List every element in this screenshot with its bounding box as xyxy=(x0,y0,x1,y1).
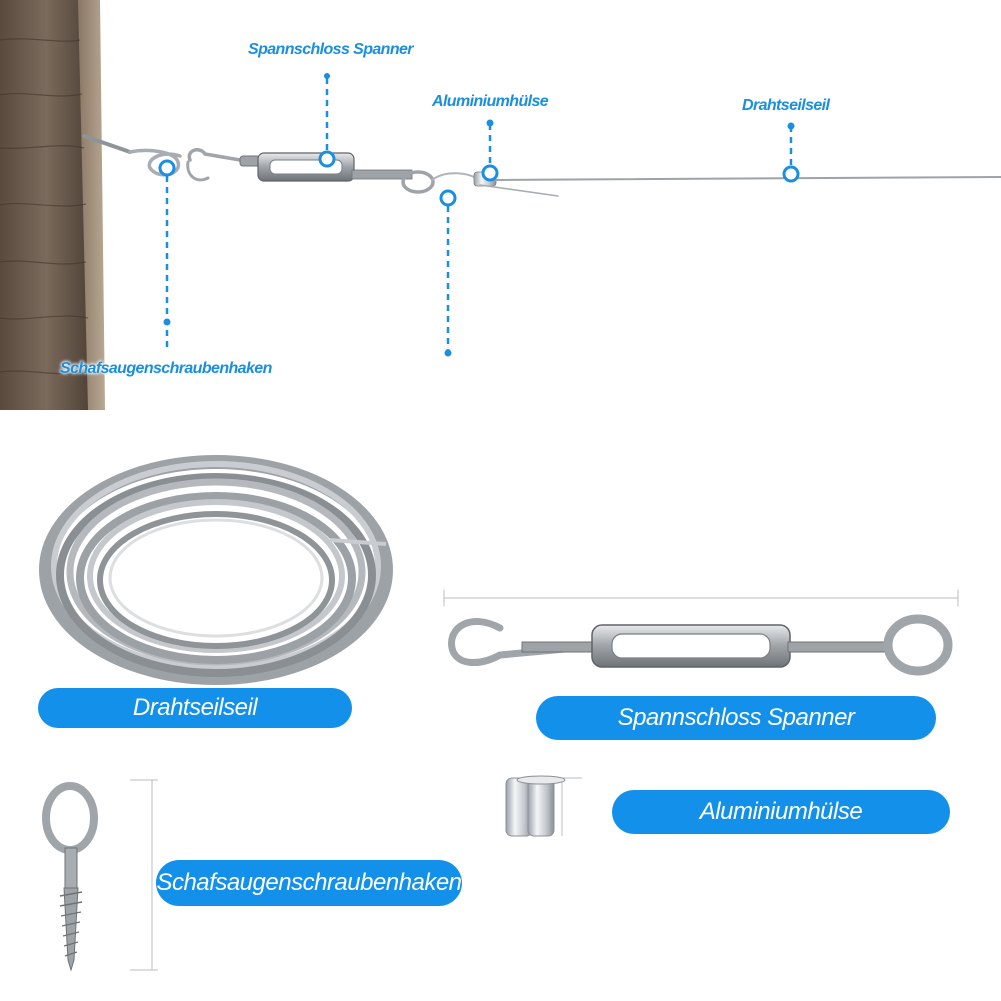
turnbuckle-label-pill: Spannschloss Spanner xyxy=(536,696,936,740)
callout-markers xyxy=(158,150,800,207)
wire-coil xyxy=(39,455,393,685)
eye-hook-label-pill: Schafsaugenschraubenhaken xyxy=(156,860,462,906)
callout-sleeve: Aluminiumhülse xyxy=(432,93,549,110)
callout-dots xyxy=(163,73,795,357)
aluminium-sleeve-product xyxy=(505,775,582,837)
callout-eye-hook: Schafsaugenschraubenhaken xyxy=(60,360,272,377)
turnbuckle-product xyxy=(443,589,959,676)
callout-turnbuckle: Spannschloss Spanner xyxy=(248,41,414,58)
wire-label-pill: Drahtseilseil xyxy=(38,688,352,728)
eye-screw-product xyxy=(42,779,158,972)
installed-assembly xyxy=(82,134,1001,197)
callout-leaders xyxy=(165,78,793,355)
callout-wire: Drahtseilseil xyxy=(742,97,830,114)
sleeve-label-pill: Aluminiumhülse xyxy=(612,790,950,834)
wooden-post xyxy=(0,0,105,410)
